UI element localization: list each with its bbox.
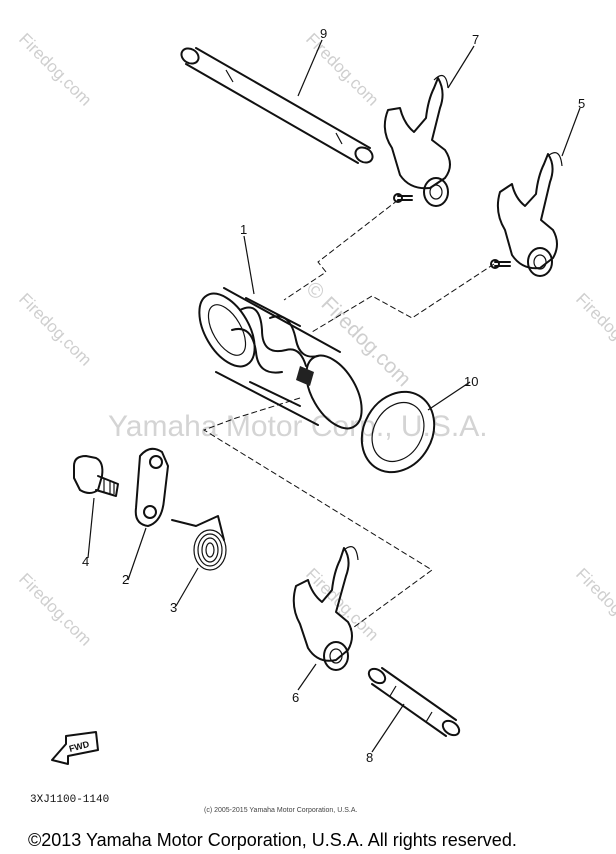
fwd-arrow: FWD (51, 731, 99, 765)
part-label[interactable]: 3 (170, 600, 177, 615)
part-7-shift-fork[interactable] (383, 74, 451, 207)
part-label[interactable]: 2 (122, 572, 129, 587)
part-label[interactable]: 5 (578, 96, 585, 111)
watermark-firedog: Firedog.com (572, 289, 616, 369)
part-8-guide-bar[interactable] (366, 666, 462, 738)
assembly-lines (202, 199, 495, 631)
part-5-shift-fork[interactable] (490, 152, 563, 277)
part-9-shift-shaft[interactable] (179, 45, 376, 165)
part-label[interactable]: 7 (472, 32, 479, 47)
diagram-code: 3XJ1100-1140 (30, 794, 109, 806)
part-3-torsion-spring[interactable] (171, 515, 227, 571)
part-label[interactable]: 10 (464, 374, 478, 389)
part-4-bolt[interactable] (73, 455, 119, 497)
watermark-firedog: Firedog.com (302, 564, 382, 644)
watermark-firedog: Firedog.com (302, 29, 382, 109)
part-label[interactable]: 6 (292, 690, 299, 705)
part-10-washer[interactable] (348, 379, 449, 486)
copyright-footer: ©2013 Yamaha Motor Corporation, U.S.A. A… (28, 830, 517, 850)
leader-lines (87, 39, 581, 753)
watermark-firedog-center: © Firedog.com (301, 277, 415, 391)
part-labels: 1 2 3 4 5 6 7 8 9 10 (82, 26, 585, 765)
part-2-stopper-lever[interactable] (134, 447, 169, 527)
part-label[interactable]: 8 (366, 750, 373, 765)
part-label[interactable]: 1 (240, 222, 247, 237)
watermark-firedog: Firedog.com (15, 29, 95, 109)
part-6-shift-fork[interactable] (292, 546, 359, 671)
part-1-shift-cam[interactable] (188, 284, 373, 437)
watermark-firedog: Firedog.com (15, 569, 95, 649)
small-copyright: (c) 2005-2015 Yamaha Motor Corporation, … (204, 807, 357, 814)
part-label[interactable]: 9 (320, 26, 327, 41)
watermark-firedog: Firedog.com (15, 289, 95, 369)
watermark-firedog: Firedog.com (572, 564, 616, 644)
part-label[interactable]: 4 (82, 554, 89, 569)
